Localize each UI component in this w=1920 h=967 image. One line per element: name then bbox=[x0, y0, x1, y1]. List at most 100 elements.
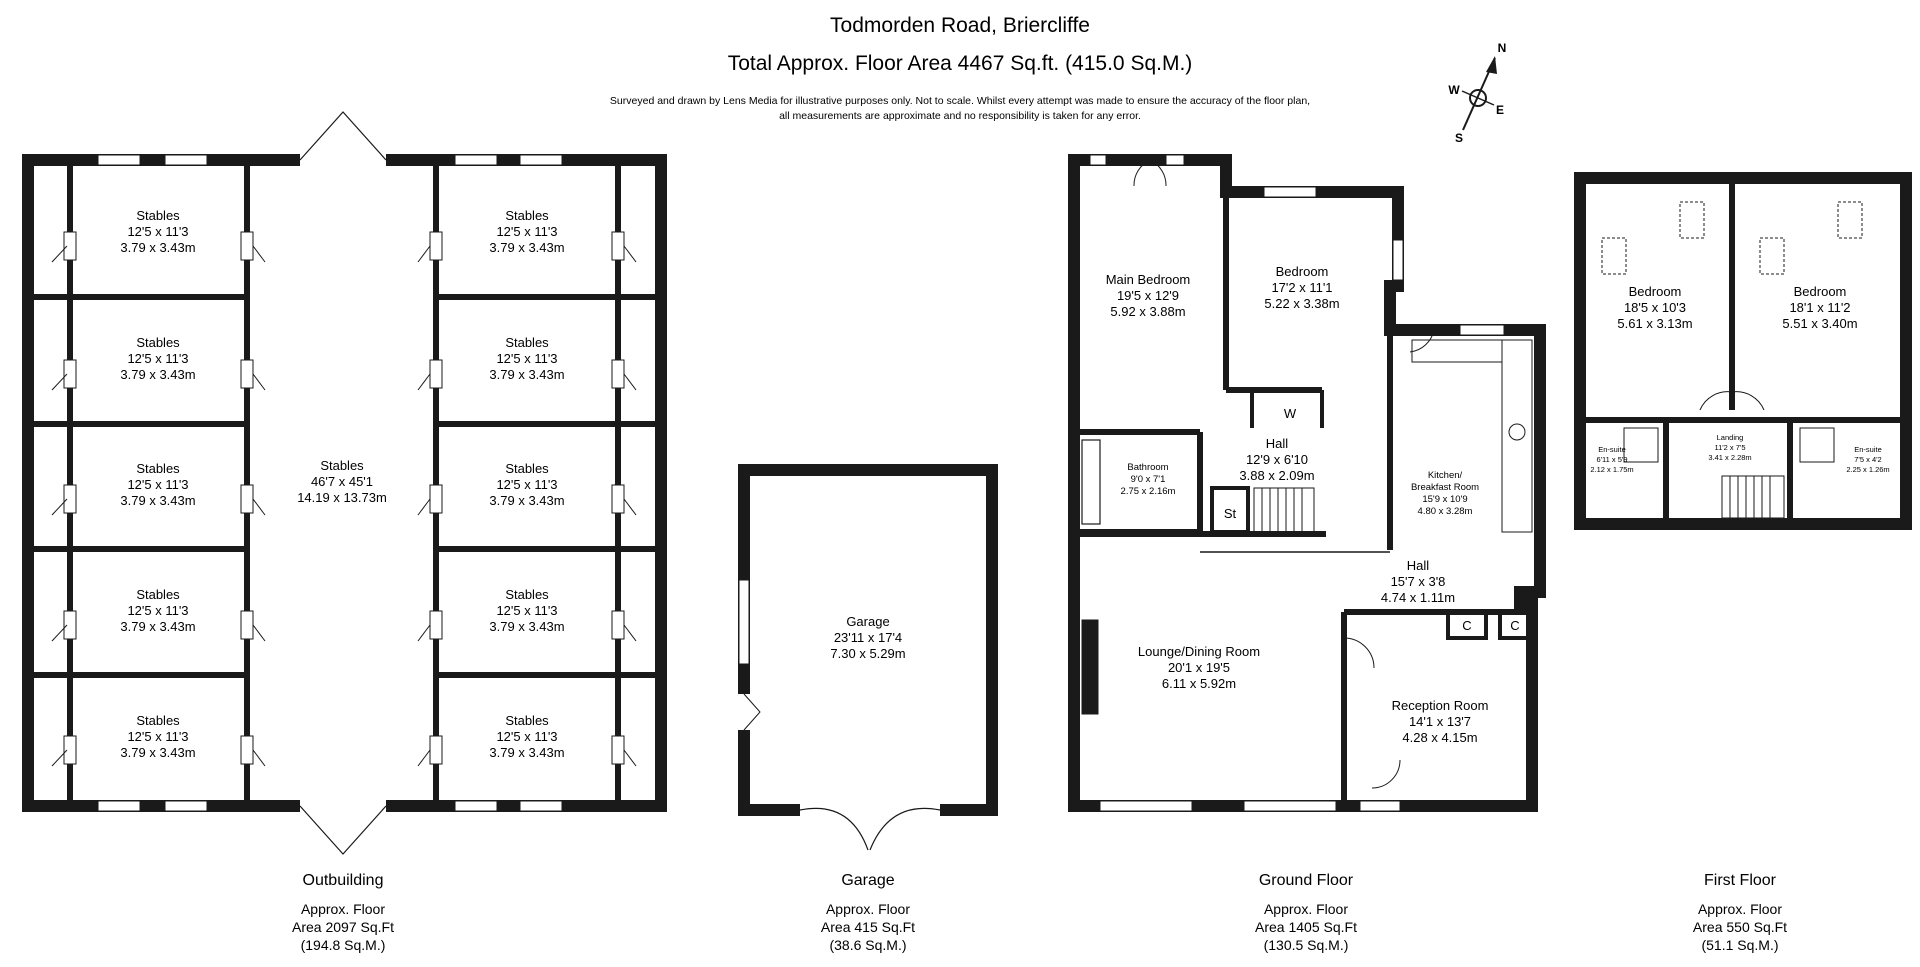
stables-main-name: Stables bbox=[320, 458, 364, 473]
ff-bedroom-left-name: Bedroom bbox=[1629, 284, 1682, 299]
bedroom-name: Bedroom bbox=[1276, 264, 1329, 279]
first-floor-labels: Bedroom 18'5 x 10'3 5.61 x 3.13m Bedroom… bbox=[1590, 284, 1889, 474]
stables-main-imperial: 46'7 x 45'1 bbox=[311, 474, 373, 489]
ff-ensuite-right-imperial: 7'5 x 4'2 bbox=[1854, 455, 1881, 464]
cupboard-label-2: C bbox=[1510, 618, 1519, 633]
stall-name: Stables bbox=[505, 335, 549, 350]
stall-imperial: 12'5 x 11'3 bbox=[127, 351, 188, 366]
stall-metric: 3.79 x 3.43m bbox=[489, 619, 564, 634]
stall-metric: 3.79 x 3.43m bbox=[489, 367, 564, 382]
bathroom-metric: 2.75 x 2.16m bbox=[1121, 486, 1176, 497]
hall-lower-metric: 4.74 x 1.11m bbox=[1381, 590, 1455, 605]
ground-floor-plan bbox=[1068, 154, 1546, 812]
first-floor-area-line3: (51.1 Sq.M.) bbox=[1701, 937, 1778, 953]
hall-upper-metric: 3.88 x 2.09m bbox=[1239, 468, 1314, 483]
ff-bedroom-left-imperial: 18'5 x 10'3 bbox=[1624, 300, 1686, 315]
stall-metric: 3.79 x 3.43m bbox=[489, 493, 564, 508]
stall-name: Stables bbox=[136, 713, 180, 728]
garage-room-imperial: 23'11 x 17'4 bbox=[834, 630, 902, 645]
ground-floor-caption: Ground Floor bbox=[1259, 872, 1354, 889]
reception-metric: 4.28 x 4.15m bbox=[1402, 730, 1477, 745]
stall-name: Stables bbox=[136, 461, 180, 476]
first-floor-area-line1: Approx. Floor bbox=[1698, 901, 1782, 917]
wardrobe-label: W bbox=[1284, 406, 1297, 421]
total-area-title: Total Approx. Floor Area 4467 Sq.ft. (41… bbox=[728, 52, 1193, 75]
stall-name: Stables bbox=[505, 208, 549, 223]
bedroom-metric: 5.22 x 3.38m bbox=[1264, 296, 1339, 311]
kitchen-name-line1: Kitchen/ bbox=[1428, 470, 1463, 481]
ff-landing-imperial: 11'2 x 7'5 bbox=[1714, 443, 1745, 452]
bedroom-imperial: 17'2 x 11'1 bbox=[1271, 280, 1332, 295]
main-bedroom-name: Main Bedroom bbox=[1106, 272, 1191, 287]
compass-north-label: N bbox=[1498, 41, 1507, 55]
lounge-metric: 6.11 x 5.92m bbox=[1162, 676, 1236, 691]
hall-lower-name: Hall bbox=[1407, 558, 1430, 573]
stall-imperial: 12'5 x 11'3 bbox=[496, 351, 557, 366]
stall-name: Stables bbox=[136, 335, 180, 350]
stall-name: Stables bbox=[136, 587, 180, 602]
ground-floor-area-line3: (130.5 Sq.M.) bbox=[1264, 937, 1349, 953]
outbuilding-caption: Outbuilding bbox=[303, 872, 384, 889]
compass-icon: N E S W bbox=[1448, 41, 1506, 145]
ff-ensuite-left-metric: 2.12 x 1.75m bbox=[1590, 465, 1633, 474]
stall-name: Stables bbox=[136, 208, 180, 223]
stables-main-metric: 14.19 x 13.73m bbox=[297, 490, 387, 505]
main-bedroom-metric: 5.92 x 3.88m bbox=[1110, 304, 1185, 319]
lounge-imperial: 20'1 x 19'5 bbox=[1168, 660, 1230, 675]
hall-lower-imperial: 15'7 x 3'8 bbox=[1391, 574, 1446, 589]
outbuilding-area-line3: (194.8 Sq.M.) bbox=[301, 937, 386, 953]
ff-ensuite-left-imperial: 6'11 x 5'9 bbox=[1596, 455, 1627, 464]
outbuilding-area-line2: Area 2097 Sq.Ft bbox=[292, 919, 394, 935]
stall-metric: 3.79 x 3.43m bbox=[120, 240, 195, 255]
first-floor-area-line2: Area 550 Sq.Ft bbox=[1693, 919, 1787, 935]
garage-area-line1: Approx. Floor bbox=[826, 901, 910, 917]
stall-metric: 3.79 x 3.43m bbox=[120, 493, 195, 508]
garage-caption: Garage bbox=[841, 872, 894, 889]
outbuilding-area-line1: Approx. Floor bbox=[301, 901, 385, 917]
ff-ensuite-right-name: En-suite bbox=[1854, 445, 1882, 454]
ground-floor-area-line2: Area 1405 Sq.Ft bbox=[1255, 919, 1357, 935]
stall-imperial: 12'5 x 11'3 bbox=[127, 224, 188, 239]
store-label: St bbox=[1224, 506, 1237, 521]
stall-imperial: 12'5 x 11'3 bbox=[127, 477, 188, 492]
ground-floor-area-line1: Approx. Floor bbox=[1264, 901, 1348, 917]
bathroom-imperial: 9'0 x 7'1 bbox=[1131, 474, 1166, 485]
outbuilding-plan: Stables 46'7 x 45'1 14.19 x 13.73m Stabl… bbox=[22, 111, 667, 855]
compass-south-label: S bbox=[1455, 131, 1463, 145]
ff-ensuite-right-metric: 2.25 x 1.26m bbox=[1846, 465, 1889, 474]
ff-bedroom-left-metric: 5.61 x 3.13m bbox=[1617, 316, 1692, 331]
garage-room-metric: 7.30 x 5.29m bbox=[830, 646, 905, 661]
stall-imperial: 12'5 x 11'3 bbox=[127, 603, 188, 618]
ff-landing-name: Landing bbox=[1717, 433, 1744, 442]
stall-name: Stables bbox=[505, 461, 549, 476]
stall-imperial: 12'5 x 11'3 bbox=[496, 224, 557, 239]
ff-bedroom-right-metric: 5.51 x 3.40m bbox=[1782, 316, 1857, 331]
cupboard-label-1: C bbox=[1462, 618, 1471, 633]
kitchen-name: Breakfast Room bbox=[1411, 482, 1479, 493]
address-title: Todmorden Road, Briercliffe bbox=[830, 14, 1090, 37]
lounge-name: Lounge/Dining Room bbox=[1138, 644, 1260, 659]
ff-landing-metric: 3.41 x 2.28m bbox=[1708, 453, 1751, 462]
bathroom-name: Bathroom bbox=[1127, 462, 1168, 473]
hall-upper-imperial: 12'9 x 6'10 bbox=[1246, 452, 1308, 467]
stall-name: Stables bbox=[505, 587, 549, 602]
ff-bedroom-right-name: Bedroom bbox=[1794, 284, 1847, 299]
disclaimer-line-2: all measurements are approximate and no … bbox=[779, 110, 1141, 122]
stall-metric: 3.79 x 3.43m bbox=[120, 619, 195, 634]
stall-imperial: 12'5 x 11'3 bbox=[496, 603, 557, 618]
stall-metric: 3.79 x 3.43m bbox=[489, 240, 564, 255]
garage-area-line3: (38.6 Sq.M.) bbox=[829, 937, 906, 953]
ff-bedroom-right-imperial: 18'1 x 11'2 bbox=[1789, 300, 1850, 315]
disclaimer-line-1: Surveyed and drawn by Lens Media for ill… bbox=[610, 95, 1310, 107]
reception-imperial: 14'1 x 13'7 bbox=[1409, 714, 1471, 729]
stall-metric: 3.79 x 3.43m bbox=[489, 745, 564, 760]
reception-name: Reception Room bbox=[1392, 698, 1489, 713]
first-floor-plan bbox=[1574, 172, 1912, 530]
garage-plan: Garage 23'11 x 17'4 7.30 x 5.29m bbox=[738, 464, 998, 851]
stall-name: Stables bbox=[505, 713, 549, 728]
ground-floor-labels: Main Bedroom 19'5 x 12'9 5.92 x 3.88m Be… bbox=[1106, 264, 1520, 745]
stall-imperial: 12'5 x 11'3 bbox=[496, 477, 557, 492]
compass-east-label: E bbox=[1496, 103, 1504, 117]
main-bedroom-imperial: 19'5 x 12'9 bbox=[1117, 288, 1179, 303]
